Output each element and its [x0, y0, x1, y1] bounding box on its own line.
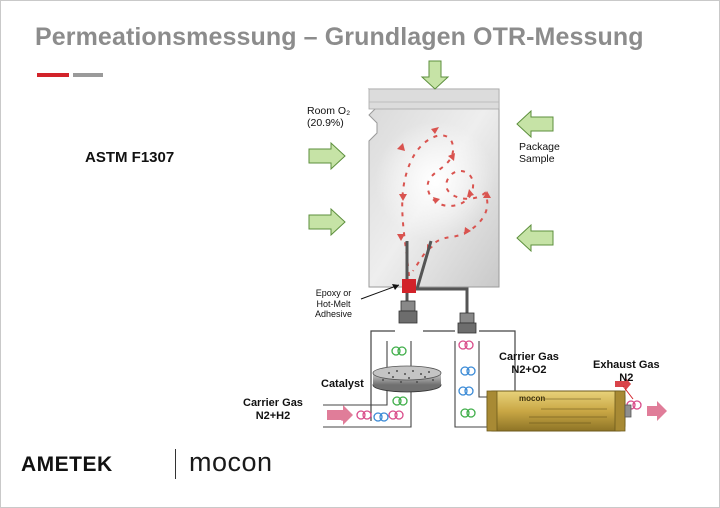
accent-bar-red [37, 73, 69, 77]
exhaust-small-arrow [615, 377, 631, 391]
arrow-top [420, 60, 450, 90]
logo-separator [175, 449, 176, 479]
coulometric-sensor: mocon [486, 390, 632, 432]
mocon-logo: mocon [189, 447, 273, 477]
adhesive-seal [402, 279, 416, 293]
exhaust-leader-line [622, 385, 634, 400]
manifold-frame [370, 330, 516, 421]
exhaust-gas-label: Exhaust Gas N2 [593, 359, 660, 384]
room-o2-label: Room O₂ (20.9%) [307, 105, 351, 129]
carrier-gas-inlet-label: Carrier Gas N2+H2 [243, 397, 303, 422]
catalyst-label: Catalyst [321, 378, 364, 390]
arrow-left-lower [308, 207, 346, 237]
exhaust-outlet-arrow [647, 401, 667, 421]
carrier-inlet-arrow [327, 405, 353, 425]
ametek-logo: AMETEK [21, 453, 113, 476]
epoxy-leader-line [360, 284, 400, 300]
arrow-left-upper [308, 141, 346, 171]
catalyst-disk [372, 365, 442, 393]
accent-bar-gray [73, 73, 103, 77]
arrow-right-upper [516, 109, 554, 139]
package-sample-label: Package Sample [519, 141, 560, 165]
epoxy-adhesive-label: Epoxy or Hot-Melt Adhesive [315, 288, 353, 319]
page-title: Permeationsmessung – Grundlagen OTR-Mess… [35, 23, 644, 51]
fittings [398, 300, 477, 334]
carrier-gas-sample-label: Carrier Gas N2+O2 [499, 351, 559, 376]
sensor-label: mocon [519, 394, 545, 403]
package-bag [367, 88, 500, 288]
epoxy-leader-arrowhead [392, 284, 399, 290]
standard-label: ASTM F1307 [85, 149, 175, 166]
arrow-right-lower [516, 223, 554, 253]
flow-arrowheads [397, 127, 491, 252]
o2-ingress-arrows [308, 60, 554, 253]
